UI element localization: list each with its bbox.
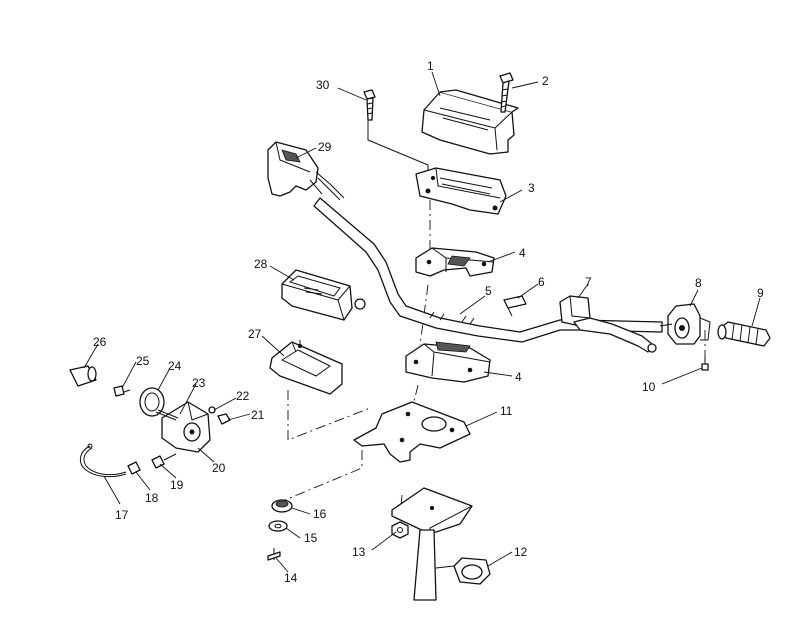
part-8-throttle-housing xyxy=(659,303,711,345)
assembly-lines xyxy=(284,118,706,521)
callout-19: 19 xyxy=(170,478,184,492)
callout-14: 14 xyxy=(284,571,298,585)
part-11-bracket-plate xyxy=(353,401,471,463)
part-23-bulb xyxy=(155,409,179,421)
part-29-switch-housing xyxy=(267,141,345,201)
part-17-cable xyxy=(80,443,127,478)
part-21-nut xyxy=(217,413,231,425)
part-12-steering-post xyxy=(391,487,491,601)
part-18-connector xyxy=(127,461,141,475)
callout-27: 27 xyxy=(248,327,262,341)
callout-17: 17 xyxy=(115,508,129,522)
callout-25: 25 xyxy=(136,354,150,368)
part-15-washer xyxy=(268,520,288,532)
callout-24: 24 xyxy=(168,359,182,373)
part-4-upper-clamp-block xyxy=(415,247,495,277)
callout-30: 30 xyxy=(316,78,330,92)
callout-15: 15 xyxy=(304,531,318,545)
part-5-handlebar xyxy=(313,197,663,343)
callout-22: 22 xyxy=(236,389,250,403)
part-19-connector xyxy=(151,453,177,469)
callout-18: 18 xyxy=(145,491,159,505)
part-28-instrument-cluster xyxy=(281,269,366,321)
callout-4-lower: 4 xyxy=(515,370,522,384)
callout-16: 16 xyxy=(313,507,327,521)
part-22-washer xyxy=(208,406,216,414)
part-2-bolt xyxy=(499,72,514,113)
part-3-upper-clamp xyxy=(415,167,507,215)
callout-29: 29 xyxy=(318,140,332,154)
callout-20: 20 xyxy=(212,461,226,475)
part-10-screw xyxy=(701,356,709,371)
callout-7: 7 xyxy=(585,275,592,289)
callout-9: 9 xyxy=(757,286,764,300)
callout-labels: 1 2 3 4 4 5 6 7 8 9 10 11 12 13 14 15 16… xyxy=(93,59,764,585)
part-30-bolt xyxy=(363,89,376,121)
callout-4-upper: 4 xyxy=(519,246,526,260)
part-14-pin xyxy=(267,548,281,561)
part-20-light-housing xyxy=(161,401,211,453)
part-25-screw xyxy=(113,385,131,397)
callout-28: 28 xyxy=(254,257,268,271)
part-7-brake-lever xyxy=(559,295,657,353)
part-26-bushing xyxy=(69,365,97,387)
part-27-cluster-housing xyxy=(269,340,343,395)
callout-6: 6 xyxy=(538,275,545,289)
callout-23: 23 xyxy=(192,376,206,390)
callout-1: 1 xyxy=(427,59,434,73)
part-24-ring xyxy=(139,387,165,417)
part-4-lower-clamp-block xyxy=(405,341,491,383)
callout-3: 3 xyxy=(528,181,535,195)
callout-21: 21 xyxy=(251,408,265,422)
callout-5: 5 xyxy=(485,284,492,298)
callout-12: 12 xyxy=(514,545,528,559)
callout-leader-lines xyxy=(83,71,761,573)
part-13-nut xyxy=(391,521,409,539)
callout-8: 8 xyxy=(695,276,702,290)
callout-11: 11 xyxy=(500,404,513,418)
part-1-handlebar-cover xyxy=(421,89,519,155)
callout-26: 26 xyxy=(93,335,107,349)
part-6-pad xyxy=(503,295,527,317)
callout-2: 2 xyxy=(542,74,549,88)
callout-13: 13 xyxy=(352,545,366,559)
part-16-bushing xyxy=(271,499,293,513)
callout-10: 10 xyxy=(642,380,656,394)
part-9-grip xyxy=(717,321,771,347)
